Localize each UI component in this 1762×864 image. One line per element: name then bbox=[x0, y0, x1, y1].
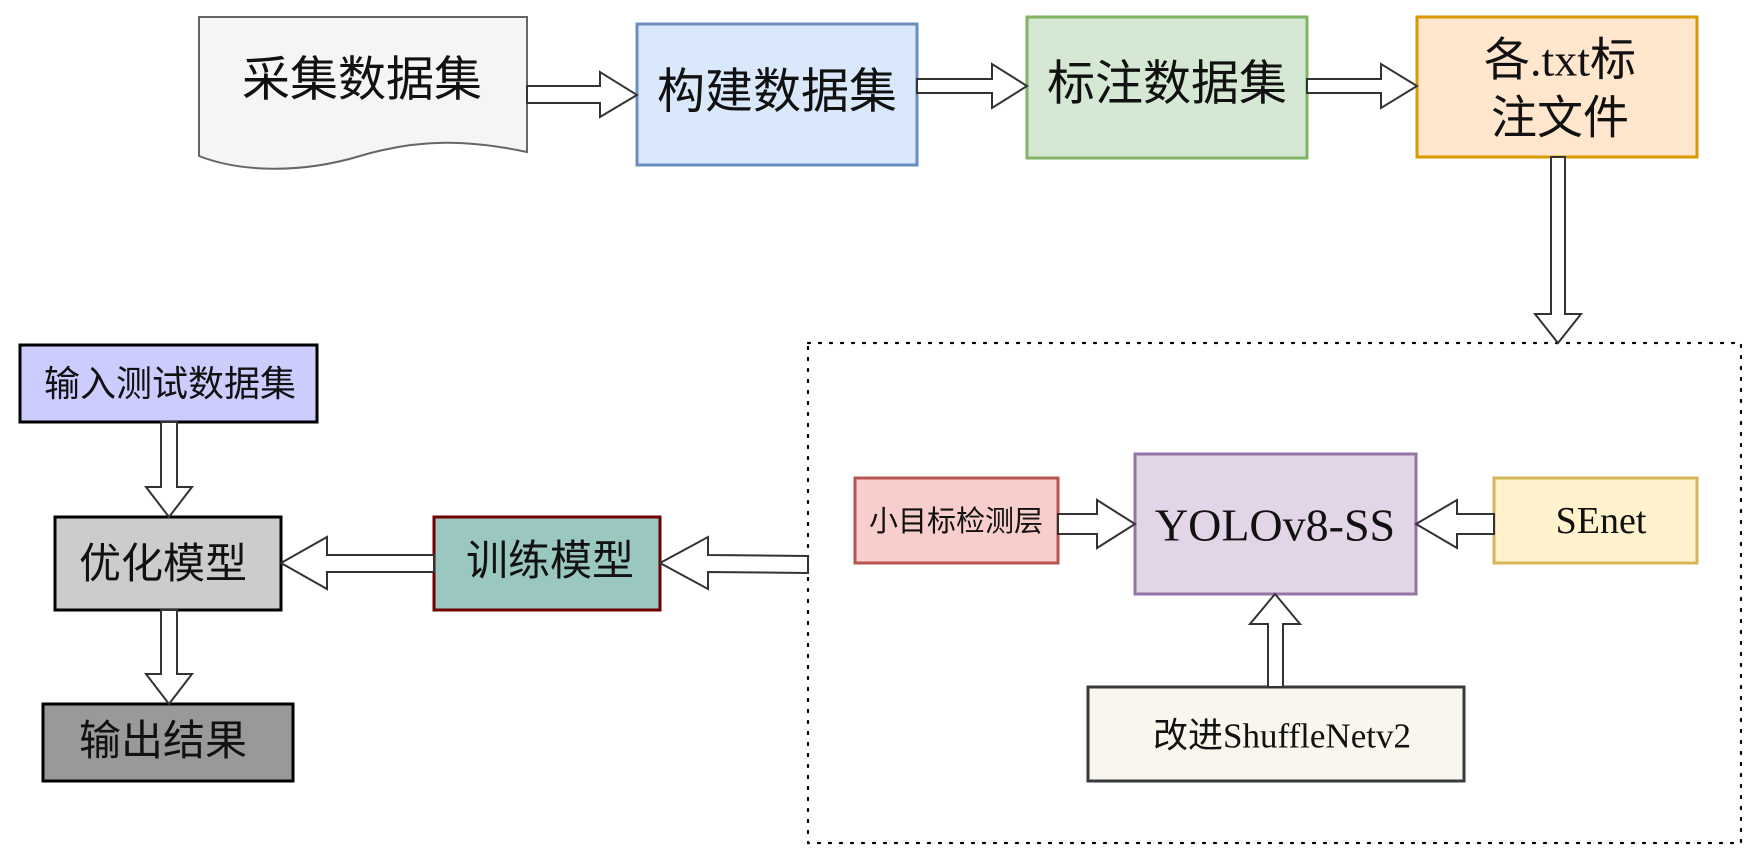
txt-label-line2: 注文件 bbox=[1491, 93, 1629, 144]
node-yolo: YOLOv8-SS bbox=[1133, 452, 1418, 596]
edge-annotate-to-txt bbox=[1306, 62, 1419, 110]
edge-small-layer-to-yolo bbox=[1057, 498, 1137, 550]
yolo-label: YOLOv8-SS bbox=[1155, 500, 1395, 551]
collect-document-shape bbox=[198, 16, 528, 170]
edge-shuffle-to-yolo bbox=[1247, 592, 1303, 688]
node-train: 训练模型 bbox=[432, 515, 662, 612]
senet-label: SEnet bbox=[1556, 500, 1647, 542]
edge-senet-to-yolo bbox=[1414, 498, 1495, 550]
edge-train-to-optimize bbox=[278, 535, 435, 591]
small-layer-box bbox=[853, 476, 1060, 565]
edge-test-input-to-optimize bbox=[143, 421, 195, 519]
node-small-layer: 小目标检测层 bbox=[853, 476, 1060, 565]
txt-box bbox=[1415, 15, 1699, 159]
small-layer-label: 小目标检测层 bbox=[869, 505, 1043, 538]
output-label: 输出结果 bbox=[79, 719, 247, 765]
train-label: 训练模型 bbox=[466, 538, 634, 585]
senet-box bbox=[1492, 476, 1699, 565]
annotate-box bbox=[1025, 15, 1309, 160]
edge-optimize-to-output bbox=[143, 609, 195, 706]
node-test-input: 输入测试数据集 bbox=[18, 343, 319, 424]
optimize-label: 优化模型 bbox=[79, 542, 247, 588]
edge-group-to-train bbox=[657, 535, 809, 591]
shuffle-box bbox=[1086, 685, 1466, 783]
node-annotate: 标注数据集 bbox=[1025, 15, 1309, 160]
node-output: 输出结果 bbox=[41, 702, 295, 783]
node-build: 构建数据集 bbox=[635, 22, 919, 167]
collect-label: 采集数据集 bbox=[242, 54, 482, 107]
edge-build-to-annotate bbox=[916, 62, 1029, 110]
node-senet: SEnet bbox=[1492, 476, 1699, 565]
node-shuffle: 改进ShuffleNetv2 bbox=[1086, 685, 1466, 783]
node-collect: 采集数据集 bbox=[198, 16, 528, 170]
output-box bbox=[41, 702, 295, 783]
edge-collect-to-build bbox=[526, 70, 639, 119]
annotate-label: 标注数据集 bbox=[1047, 58, 1287, 111]
node-txt: 各.txt标 注文件 bbox=[1415, 15, 1699, 159]
node-optimize: 优化模型 bbox=[53, 515, 283, 612]
txt-label-line1: 各.txt标 bbox=[1484, 35, 1636, 86]
build-label: 构建数据集 bbox=[657, 66, 897, 119]
test-input-label: 输入测试数据集 bbox=[44, 364, 296, 404]
shuffle-label: 改进ShuffleNetv2 bbox=[1153, 717, 1411, 756]
edge-txt-to-group bbox=[1532, 156, 1584, 345]
build-box bbox=[635, 22, 919, 167]
